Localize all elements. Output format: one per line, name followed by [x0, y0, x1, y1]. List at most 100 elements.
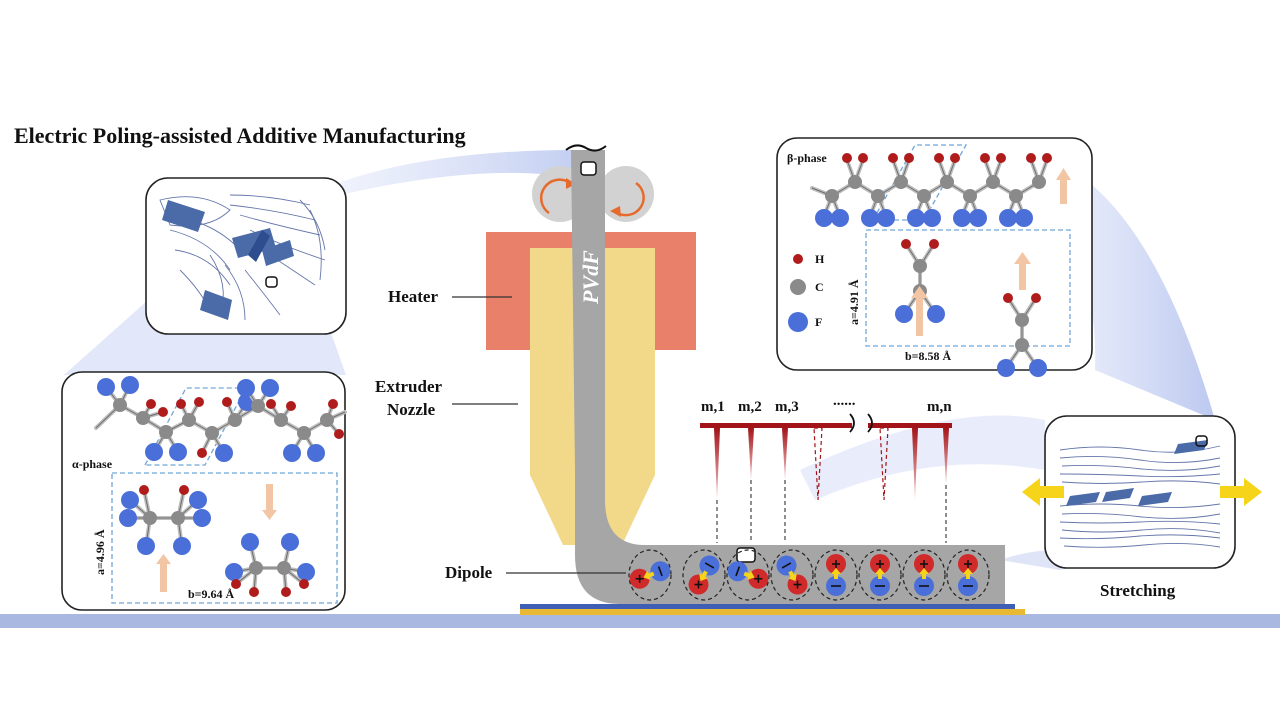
atom-h — [980, 153, 990, 163]
filament-label: PVdF — [578, 250, 603, 305]
atom-f — [923, 209, 941, 227]
atom-c — [894, 175, 908, 189]
needle-bar-right — [868, 423, 952, 428]
needle-electrode — [912, 428, 918, 500]
dipole — [770, 549, 814, 601]
dipole-arrow-up-head — [911, 286, 928, 298]
dipole — [628, 549, 672, 601]
diagram-title: Electric Poling-assisted Additive Manufa… — [14, 123, 466, 148]
minus-sign — [781, 562, 792, 569]
dipole — [726, 549, 770, 601]
atom-c — [113, 398, 127, 412]
dipole-arrow-head — [643, 570, 651, 581]
legend-text-f: F — [815, 315, 822, 329]
dipole-arrow-up — [160, 562, 167, 592]
dipole-arrow-head — [919, 568, 929, 574]
needle-label-1: m,1 — [701, 399, 725, 415]
atom-f — [225, 563, 243, 581]
atom-h — [904, 153, 914, 163]
needle-label-3: m,3 — [775, 399, 799, 415]
atom-c — [848, 175, 862, 189]
needle-electrode — [714, 428, 720, 500]
heater-label: Heater — [388, 287, 438, 306]
dipole-arrow-head — [699, 573, 708, 582]
stretch-arrow-left — [1022, 478, 1064, 506]
atom-f — [999, 209, 1017, 227]
atom-f — [97, 378, 115, 396]
dipole-row — [628, 549, 990, 601]
beta-molecules — [895, 239, 1047, 377]
atom-c — [1009, 189, 1023, 203]
legend-dot-c — [790, 279, 806, 295]
filament-marker-top — [580, 161, 597, 176]
alpha-a-label: a=4.96 Å — [93, 529, 107, 575]
atom-c — [297, 426, 311, 440]
atom-h — [266, 399, 276, 409]
atom-h — [901, 239, 911, 249]
dipole-boundary — [814, 549, 858, 601]
dipole-arrow-head — [963, 568, 973, 574]
atom-f — [1015, 209, 1033, 227]
atom-f — [831, 209, 849, 227]
projection-lines — [716, 480, 947, 543]
atom-f — [281, 533, 299, 551]
dipole-boundary — [770, 549, 814, 601]
legend-dot-h — [793, 254, 803, 264]
atom-c — [1015, 313, 1029, 327]
crystal-plate — [1102, 488, 1134, 502]
atom-c — [917, 189, 931, 203]
atom-h — [996, 153, 1006, 163]
feed-roller-right — [598, 166, 654, 222]
dipole-boundary — [628, 549, 672, 601]
atom-c — [1032, 175, 1046, 189]
rotation-arrow-left-head — [566, 178, 576, 189]
atom-c — [171, 511, 185, 525]
beam-mid-left — [64, 300, 346, 375]
atom-h — [888, 153, 898, 163]
beta-a-label: a=4.91 Å — [847, 279, 861, 325]
atom-h — [328, 399, 338, 409]
crystal-plate — [1174, 440, 1208, 454]
needle-electrodes: m,1 m,2 m,3 ...... m,n — [700, 393, 952, 543]
needle-bar-left — [700, 423, 852, 428]
crystal-plate — [162, 200, 205, 232]
atom-c — [249, 561, 263, 575]
atom-h — [286, 401, 296, 411]
atom-h — [842, 153, 852, 163]
rotation-arrow-right-head — [610, 206, 621, 217]
alpha-phase-panel: α-phase a=4.96 Å b=9.64 Å — [61, 371, 347, 611]
atom-f — [969, 209, 987, 227]
beta-phase-panel: β-phase H C F a=4.91 Å b=8.58 Å — [776, 137, 1093, 377]
atom-h — [146, 399, 156, 409]
minus-sign — [735, 566, 741, 577]
dipole — [814, 549, 858, 601]
needle-electrode — [943, 428, 949, 485]
stretch-arrow-right — [1220, 478, 1262, 506]
atom-c — [913, 259, 927, 273]
atom-f — [953, 209, 971, 227]
atom-f — [137, 537, 155, 555]
atom-f — [307, 444, 325, 462]
dipole-arrow-up-head — [1056, 168, 1071, 180]
dipole-boundary — [682, 549, 726, 601]
dipole-arrow-up — [916, 296, 923, 336]
dipole-boundary — [902, 549, 946, 601]
dipole-label: Dipole — [445, 563, 493, 582]
atom-f — [119, 509, 137, 527]
beta-phase-label: β-phase — [787, 151, 827, 165]
needle-label-ellipsis: ...... — [833, 393, 856, 409]
atom-c — [320, 413, 334, 427]
atom-c — [182, 413, 196, 427]
alpha-cell-box — [111, 472, 338, 604]
beta-chain — [810, 153, 1052, 227]
atom-c — [251, 399, 265, 413]
crystal-plate — [262, 240, 294, 266]
spherulite-panel — [145, 177, 347, 335]
stretching-panel: Stretching — [1022, 415, 1262, 600]
atom-f — [861, 209, 879, 227]
atom-h — [139, 485, 149, 495]
atom-h — [299, 579, 309, 589]
dipole — [682, 549, 726, 601]
atom-f — [237, 379, 255, 397]
